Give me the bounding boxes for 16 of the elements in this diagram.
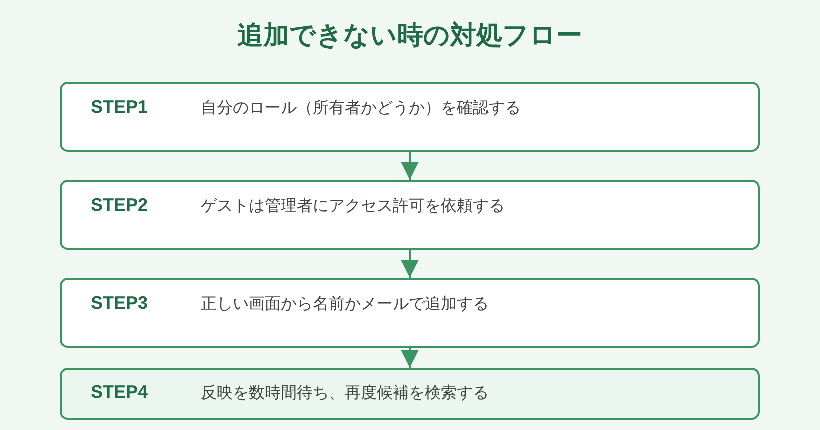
- step-box: [60, 278, 760, 348]
- step-description: ゲストは管理者にアクセス許可を依頼する: [201, 196, 505, 217]
- step-description: 正しい画面から名前かメールで追加する: [201, 294, 489, 315]
- step-label: STEP2: [91, 195, 148, 216]
- step-description: 反映を数時間待ち、再度候補を検索する: [201, 383, 489, 404]
- step-label: STEP1: [91, 97, 148, 118]
- step-box: [60, 82, 760, 152]
- arrow: [401, 250, 419, 278]
- title: 追加できない時の対処フロー: [236, 20, 584, 53]
- step-description: 自分のロール（所有者かどうか）を確認する: [201, 98, 521, 119]
- step-box: [60, 368, 760, 420]
- step-label: STEP3: [91, 293, 148, 314]
- arrow: [401, 348, 419, 368]
- step-label: STEP4: [91, 382, 148, 403]
- step-box: [60, 180, 760, 250]
- arrow: [401, 152, 419, 180]
